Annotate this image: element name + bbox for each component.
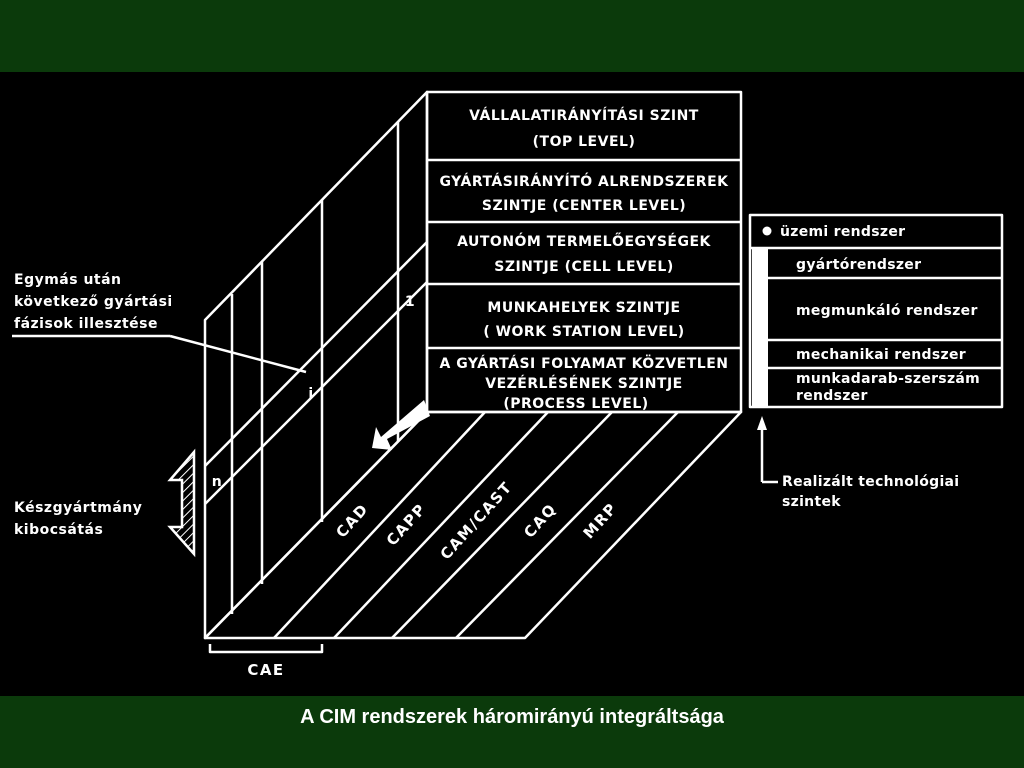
level-4-line2: ( WORK STATION LEVEL) xyxy=(483,324,684,340)
level-5-line3: (PROCESS LEVEL) xyxy=(503,396,648,412)
level-line xyxy=(204,241,428,467)
output-arrow-icon xyxy=(167,448,196,558)
realized-pointer-arrowhead xyxy=(757,416,767,430)
process-flow-arrow xyxy=(372,400,430,450)
level-5-line1: A GYÁRTÁSI FOLYAMAT KÖZVETLEN xyxy=(439,354,728,372)
cube-bottom-face xyxy=(203,410,743,640)
top-band xyxy=(0,0,1024,72)
systems-list-frame xyxy=(748,213,1004,409)
left-note-line2: következő gyártási xyxy=(14,294,173,310)
level-3-line2: SZINTJE (CELL LEVEL) xyxy=(494,259,674,275)
system-item-5-line1: munkadarab-szerszám xyxy=(796,371,980,387)
output-note-line2: kibocsátás xyxy=(14,522,103,538)
cae-brace xyxy=(208,644,324,654)
level-1-line2: (TOP LEVEL) xyxy=(533,134,636,150)
strip-label-cad: CAD xyxy=(332,500,372,541)
strip-label-capp: CAPP xyxy=(383,500,430,550)
strip-divider xyxy=(391,411,613,639)
phase-marker-mid: i xyxy=(308,386,313,402)
system-item-5-line2: rendszer xyxy=(796,388,868,404)
slide-caption: A CIM rendszerek háromirányú integráltsá… xyxy=(300,706,724,728)
level-3-line1: AUTONÓM TERMELŐEGYSÉGEK xyxy=(457,232,711,250)
left-note-line1: Egymás után xyxy=(14,272,122,288)
cae-label: CAE xyxy=(247,661,284,679)
cube-side-face xyxy=(203,90,429,640)
system-item-1: üzemi rendszer xyxy=(780,224,905,240)
strip-label-caq: CAQ xyxy=(520,500,560,542)
strip-divider xyxy=(455,411,679,639)
realized-note-line1: Realizált technológiai xyxy=(782,474,959,490)
level-5-line2: VEZÉRLÉSÉNEK SZINTJE xyxy=(485,375,683,392)
level-2-line2: SZINTJE (CENTER LEVEL) xyxy=(482,198,686,214)
level-1-line1: VÁLLALATIRÁNYÍTÁSI SZINT xyxy=(469,107,699,124)
realized-note-line2: szintek xyxy=(782,494,841,510)
system-item-3: megmunkáló rendszer xyxy=(796,303,978,319)
bottom-band xyxy=(0,696,1024,768)
left-note-leader xyxy=(169,334,307,374)
strip-divider xyxy=(333,411,549,639)
level-2-line1: GYÁRTÁSIRÁNYÍTÓ ALRENDSZEREK xyxy=(440,172,730,190)
bullet-icon xyxy=(779,259,789,269)
level-4-line1: MUNKAHELYEK SZINTJE xyxy=(487,300,680,316)
system-item-4: mechanikai rendszer xyxy=(796,347,966,363)
system-item-2: gyártórendszer xyxy=(796,257,921,273)
bullet-icon xyxy=(779,349,789,359)
phase-marker-last: n xyxy=(212,474,222,490)
cim-diagram: VÁLLALATIRÁNYÍTÁSI SZINT (TOP LEVEL) GYÁ… xyxy=(12,90,1004,679)
phase-marker-first: 1 xyxy=(405,294,415,310)
output-note-line1: Készgyártmány xyxy=(14,500,142,516)
bullet-icon xyxy=(779,377,789,387)
bullet-icon xyxy=(779,305,789,315)
left-note-line3: fázisok illesztése xyxy=(14,316,158,332)
level-line xyxy=(204,281,428,505)
system-hierarchy-bar xyxy=(752,248,768,407)
strip-divider xyxy=(273,411,486,639)
bullet-icon xyxy=(762,226,772,236)
